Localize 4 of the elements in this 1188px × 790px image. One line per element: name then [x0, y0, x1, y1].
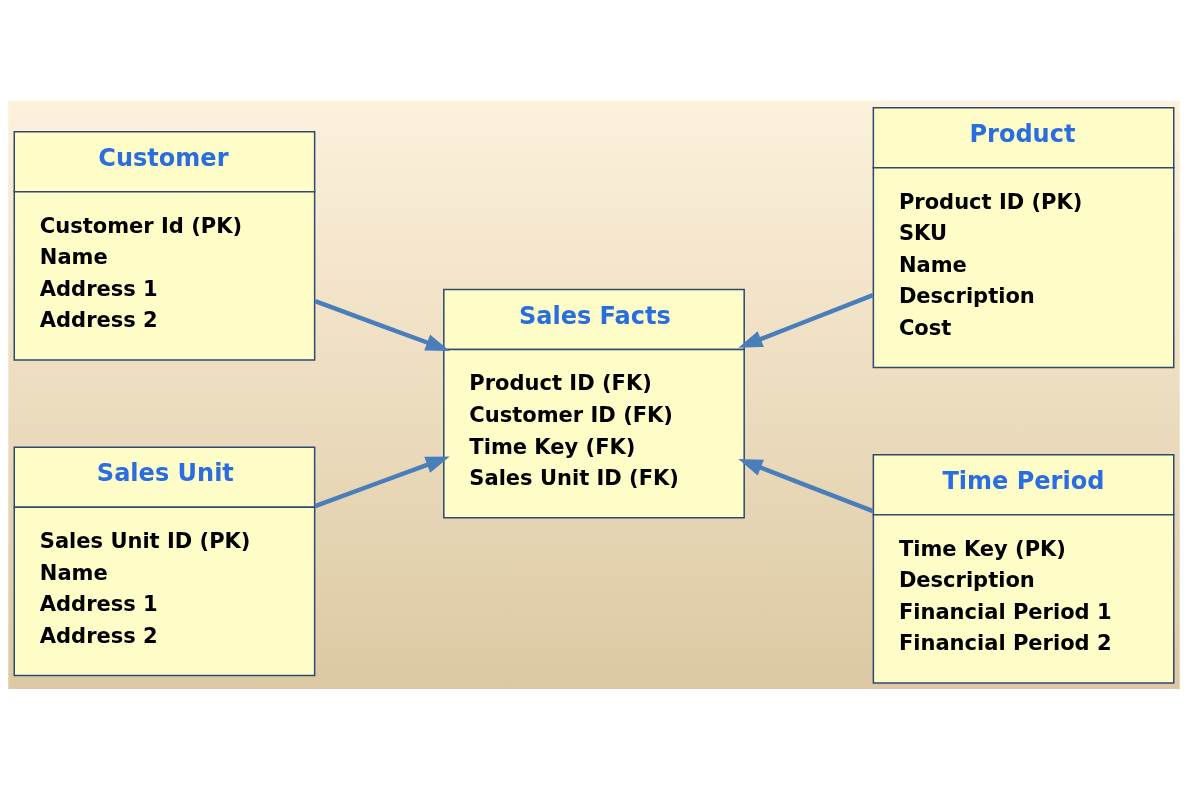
arrow: [314, 298, 450, 351]
arrow: [738, 458, 874, 514]
arrow: [738, 293, 874, 348]
arrow: [314, 456, 450, 509]
